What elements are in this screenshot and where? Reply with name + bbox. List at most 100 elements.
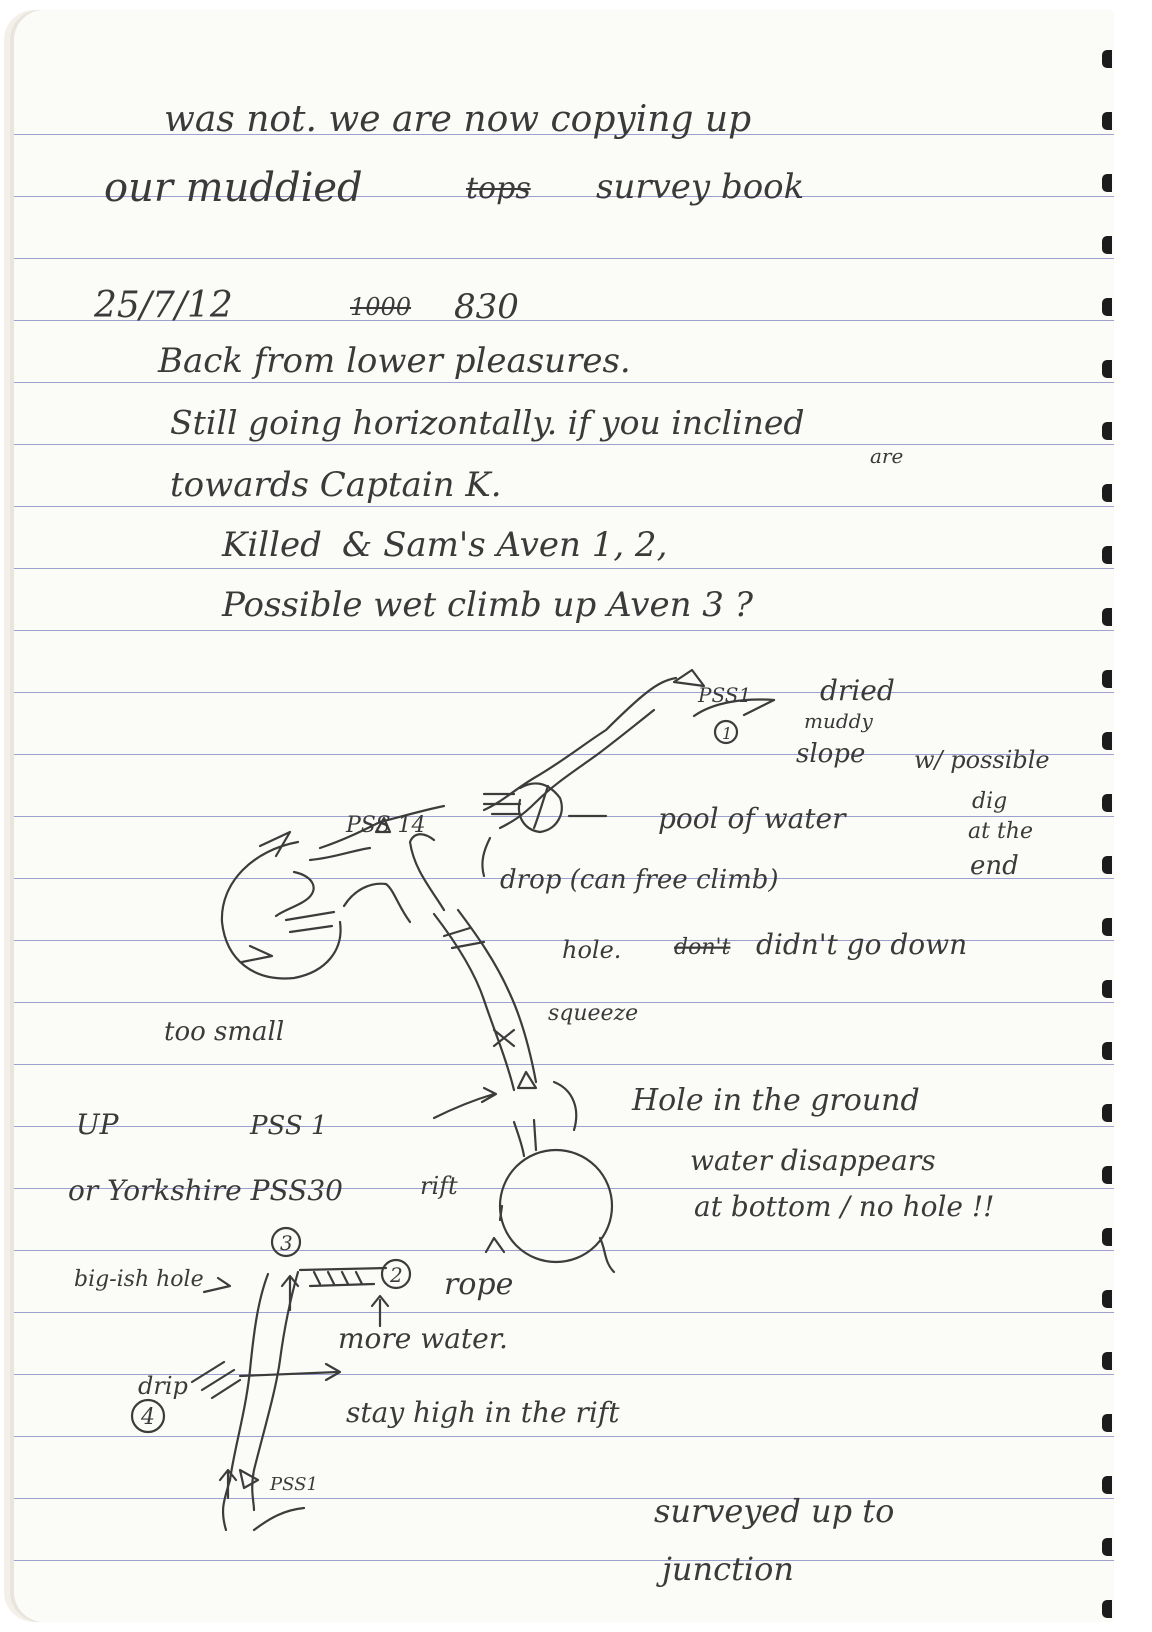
label-pss1-bottom: PSS1	[269, 1474, 318, 1495]
perforation-hole	[1102, 1104, 1112, 1122]
label-pss1-top: PSS1	[697, 683, 751, 707]
label-station-3: 3	[280, 1231, 293, 1255]
perforation-hole	[1102, 1042, 1112, 1060]
perforation-hole	[1102, 1538, 1112, 1556]
label-pss1-mid: PSS 1	[249, 1111, 327, 1141]
label-more-water: more water.	[338, 1322, 508, 1355]
ruled-line	[14, 568, 1114, 569]
station-1-circle	[713, 719, 739, 745]
entry-line-5: Possible wet climb up Aven 3 ?	[222, 585, 753, 625]
label-big-ish-hole: big-ish hole	[74, 1267, 204, 1292]
perforation-hole	[1102, 422, 1112, 440]
label-squeeze: squeeze	[548, 1001, 638, 1026]
ruled-line	[14, 1064, 1114, 1065]
label-didnt-go-down: didn't go down	[756, 928, 967, 961]
perforation-hole	[1102, 980, 1112, 998]
perforation-hole	[1102, 298, 1112, 316]
entry-line-4b: & Sam's Aven 1, 2,	[342, 525, 668, 565]
label-dried: dried	[820, 674, 895, 707]
station-2-circle	[380, 1258, 412, 1290]
perforation-hole	[1102, 1414, 1112, 1432]
perforation-hole	[1102, 1228, 1112, 1246]
perforation-hole	[1102, 670, 1112, 688]
perforation-hole	[1102, 112, 1112, 130]
ruled-line	[14, 1374, 1114, 1375]
label-stay-high: stay high in the rift	[346, 1396, 620, 1429]
entry-line-3: towards Captain K.	[170, 465, 502, 505]
perforation-hole	[1102, 360, 1112, 378]
ruled-line	[14, 1436, 1114, 1437]
label-muddy: muddy	[804, 709, 873, 733]
ruled-line	[14, 506, 1114, 507]
ruled-line	[14, 258, 1114, 259]
ruled-line	[14, 754, 1114, 755]
perforation-hole	[1102, 608, 1112, 626]
perforation-hole	[1102, 732, 1112, 750]
entry-line-4a: Killed	[222, 525, 322, 565]
perforation-hole	[1102, 1476, 1112, 1494]
ruled-line	[14, 1250, 1114, 1251]
ruled-line	[14, 692, 1114, 693]
ruled-line	[14, 1188, 1114, 1189]
ruled-line	[14, 320, 1114, 321]
cave-survey-sketch: PSS1 dried muddy 1 slope w/ possible dig…	[68, 668, 1050, 1588]
note-line-2: our muddied	[104, 165, 363, 211]
label-or-yorkshire: or Yorkshire PSS30	[68, 1174, 343, 1207]
struck-time: 1000	[350, 293, 412, 321]
perforation-hole	[1102, 1352, 1112, 1370]
perforation-hole	[1102, 918, 1112, 936]
entry-time: 830	[454, 287, 519, 327]
label-water-disappears: water disappears	[690, 1144, 936, 1177]
perforation-hole	[1102, 546, 1112, 564]
label-end: end	[970, 851, 1019, 881]
label-dig: dig	[972, 789, 1007, 814]
ruled-line	[14, 1560, 1114, 1561]
label-drip: drip	[138, 1372, 188, 1400]
ruled-line	[14, 940, 1114, 941]
label-station-4: 4	[140, 1405, 155, 1430]
ruled-line	[14, 630, 1114, 631]
perforation-hole	[1102, 236, 1112, 254]
label-up: UP	[76, 1108, 120, 1141]
entry-line-2: Still going horizontally. if you incline…	[170, 403, 805, 442]
lower-passage	[130, 1226, 412, 1532]
perforation-hole	[1102, 1290, 1112, 1308]
perforation-hole	[1102, 1166, 1112, 1184]
perforation-hole	[1102, 50, 1112, 68]
label-slope: slope	[796, 739, 865, 769]
station-triangle	[672, 668, 706, 688]
ruled-line	[14, 816, 1114, 817]
perforation-hole	[1102, 1600, 1112, 1618]
label-station-1: 1	[722, 724, 732, 743]
ruled-line	[14, 1312, 1114, 1313]
perforation-hole	[1102, 856, 1112, 874]
pool-area	[308, 782, 608, 912]
label-rift: rift	[420, 1172, 458, 1200]
ruled-line	[14, 382, 1114, 383]
ruled-line	[14, 1498, 1114, 1499]
entry-date: 25/7/12	[94, 285, 233, 326]
spiral-perforation	[1100, 10, 1114, 1622]
label-junction: junction	[656, 1550, 794, 1588]
label-pool: pool of water	[658, 802, 847, 835]
label-pss14: PSS 14	[345, 813, 426, 838]
label-dont: don't	[674, 935, 731, 960]
perforation-hole	[1102, 794, 1112, 812]
label-at-bottom: at bottom / no hole !!	[694, 1190, 994, 1223]
label-hole: hole.	[562, 936, 621, 964]
entry-line-1: Back from lower pleasures.	[158, 341, 631, 381]
main-rift	[432, 908, 616, 1274]
label-too-small: too small	[164, 1017, 284, 1047]
loop-left	[220, 830, 412, 980]
label-at-the: at the	[968, 819, 1033, 844]
ruled-line	[14, 1002, 1114, 1003]
station-4-circle	[130, 1398, 166, 1434]
notebook-page: was not. we are now copying up our muddi…	[14, 10, 1114, 1622]
ruled-line	[14, 878, 1114, 879]
label-drop: drop (can free climb)	[500, 865, 779, 895]
ruled-line	[14, 196, 1114, 197]
hole-loop	[498, 1148, 614, 1264]
ruled-line	[14, 444, 1114, 445]
label-hole-in-ground: Hole in the ground	[631, 1083, 920, 1118]
